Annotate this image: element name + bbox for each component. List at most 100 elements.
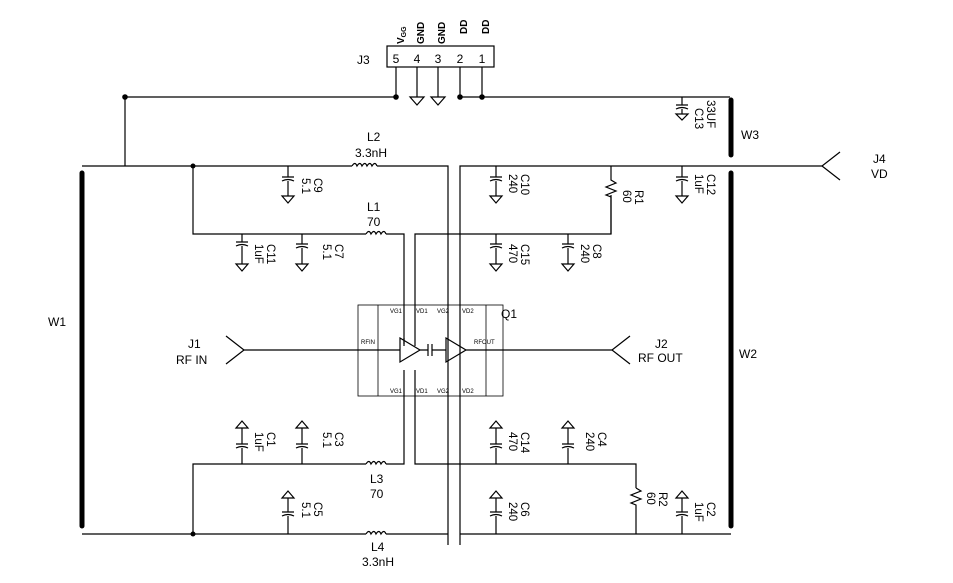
- capacitor-c9: C9 5.1: [280, 166, 323, 204]
- c3-ref: C3: [332, 432, 344, 447]
- inductor-l3: L3 70: [365, 460, 387, 501]
- c14-ref: C14: [518, 432, 530, 454]
- w1-label: W1: [48, 315, 66, 329]
- j3-pin-5: 5: [393, 52, 400, 66]
- j3-ground-icon: [408, 96, 447, 106]
- capacitor-c15: C15 470: [488, 234, 530, 272]
- c10-value: 240: [506, 174, 518, 193]
- r1-value: 60: [620, 190, 632, 203]
- j3-body: [386, 45, 495, 68]
- port-j4: J4 VD: [821, 151, 888, 181]
- j3-pin-2: 2: [457, 52, 464, 66]
- resistor-r1: R1 60: [604, 166, 644, 234]
- q1-pin-vg1-bottom: VG1: [390, 389, 403, 395]
- capacitor-c4: C4 240: [560, 420, 607, 464]
- l1-ref: L1: [367, 200, 381, 214]
- capacitor-c12: C12 1uF: [674, 166, 716, 204]
- capacitor-c2: C2 1uF: [674, 490, 716, 534]
- l3-value: 70: [370, 487, 384, 501]
- q1-pin-vd2-top: VD2: [462, 309, 474, 315]
- q1-pin-vg2-top: VG2: [437, 309, 450, 315]
- j3-pin-3: 3: [435, 52, 442, 66]
- q1-pin-vd1-bottom: VD1: [416, 389, 428, 395]
- r2-ref: R2: [656, 492, 668, 507]
- c2-value: 1uF: [692, 502, 704, 522]
- capacitor-c6: C6 240: [488, 490, 530, 534]
- w2-label: W2: [739, 347, 757, 361]
- l4-value: 3.3nH: [362, 555, 394, 569]
- c2-ref: C2: [704, 502, 716, 517]
- connector-j3: J3 5 4 3 2 1 VGG GND GND DD DD: [357, 20, 495, 106]
- capacitor-c1: C1 1uF: [234, 420, 276, 464]
- capacitor-c8: C8 240: [560, 234, 602, 272]
- q1-pin-vg2-bottom: VG2: [437, 389, 450, 395]
- l4-ref: L4: [371, 540, 385, 554]
- c4-ref: C4: [595, 432, 607, 447]
- inductor-l2: L2 3.3nH: [351, 130, 387, 168]
- resistor-r2: R2 60: [629, 487, 668, 534]
- j3-pin-1: 1: [479, 52, 486, 66]
- c14-value: 470: [506, 432, 518, 451]
- q1-pin-vg1-top: VG1: [390, 309, 403, 315]
- c11-ref: C11: [264, 244, 276, 264]
- capacitor-c10: C10 240: [488, 166, 530, 204]
- q1-pin-vd1-top: VD1: [416, 309, 428, 315]
- j3-label-gnd-a: GND: [416, 22, 427, 44]
- c15-value: 470: [506, 244, 518, 263]
- c12-ref: C12: [704, 174, 716, 195]
- l3-ref: L3: [370, 472, 384, 486]
- capacitor-c13: C13 33UF: [674, 100, 716, 129]
- c7-value: 5.1: [320, 244, 332, 260]
- j1-name: RF IN: [176, 353, 207, 367]
- l1-value: 70: [367, 215, 381, 229]
- q1-pin-vd2-bottom: VD2: [462, 389, 474, 395]
- inductor-l1: L1 70: [365, 200, 387, 236]
- port-j1: J1 RF IN: [176, 335, 245, 367]
- capacitor-c14: C14 470: [488, 420, 530, 464]
- port-j2: J2 RF OUT: [611, 335, 683, 365]
- c4-value: 240: [583, 432, 595, 451]
- c13-value: 33UF: [704, 100, 716, 128]
- c9-ref: C9: [311, 178, 323, 193]
- j1-ref: J1: [188, 337, 201, 351]
- stage-1-amp-icon: [399, 336, 422, 364]
- j3-label-dd-a: DD: [459, 20, 470, 34]
- c3-value: 5.1: [320, 432, 332, 448]
- c1-ref: C1: [264, 432, 276, 447]
- j4-name: VD: [871, 167, 888, 181]
- stage-2-amp-icon: [445, 336, 468, 364]
- l2-ref: L2: [367, 130, 381, 144]
- j4-ref: J4: [873, 152, 886, 166]
- c15-ref: C15: [518, 244, 530, 265]
- capacitor-c3: C3 5.1: [294, 420, 344, 464]
- r2-value: 60: [644, 492, 656, 505]
- w3-label: W3: [741, 128, 759, 142]
- c12-value: 1uF: [692, 174, 704, 194]
- j3-pin-4: 4: [414, 52, 421, 66]
- c13-ref: C13: [692, 108, 704, 129]
- capacitor-c5: C5 5.1: [280, 490, 323, 534]
- c6-ref: C6: [518, 502, 530, 517]
- c8-value: 240: [578, 244, 590, 263]
- c10-ref: C10: [518, 174, 530, 195]
- c8-ref: C8: [590, 244, 602, 259]
- j3-label-vgg: VGG: [396, 26, 408, 44]
- j3-label-dd-b: DD: [481, 20, 492, 34]
- c1-value: 1uF: [252, 432, 264, 452]
- j3-label-gnd-b: GND: [437, 22, 448, 44]
- j2-ref: J2: [655, 337, 668, 351]
- c5-value: 5.1: [299, 502, 311, 518]
- c6-value: 240: [506, 502, 518, 521]
- capacitor-c7: C7 5.1: [294, 234, 344, 272]
- capacitor-c11: C11 1uF: [234, 234, 276, 272]
- j2-name: RF OUT: [638, 351, 683, 365]
- c11-value: 1uF: [252, 244, 264, 264]
- inductor-l4: L4 3.3nH: [362, 530, 394, 569]
- svg-text:VGG: VGG: [396, 26, 408, 44]
- c7-ref: C7: [332, 244, 344, 259]
- c5-ref: C5: [311, 502, 323, 517]
- q1-ref: Q1: [501, 307, 517, 321]
- q1-pin-rfout: RFOUT: [474, 340, 495, 346]
